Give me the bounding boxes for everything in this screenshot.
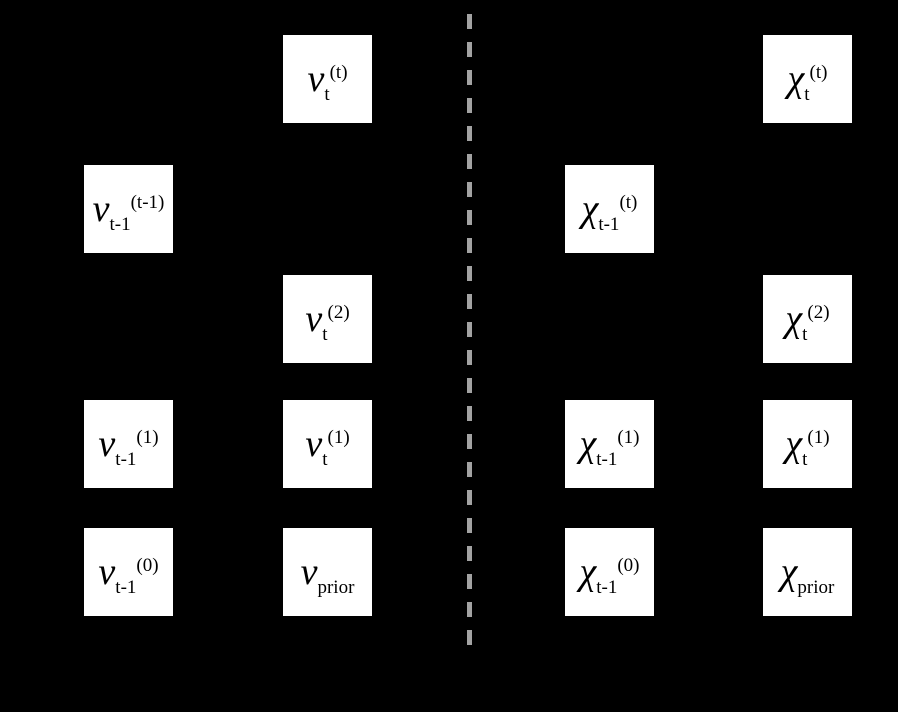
chi-symbol: χ (785, 298, 803, 340)
node-subscript: t (324, 84, 330, 105)
chi-symbol: χ (581, 188, 599, 230)
node-subscript: prior (317, 577, 355, 598)
node-label: νt(2) (305, 298, 350, 344)
node-superscript: (1) (327, 427, 350, 448)
node-nu-t-sup-t: νt(t) (283, 35, 372, 123)
chi-symbol: χ (780, 551, 798, 593)
node-label: χt-1(1) (579, 423, 640, 469)
chi-symbol: χ (579, 551, 597, 593)
node-chi-t1-sup-t: χt-1(t) (565, 165, 654, 253)
node-label: χt(2) (785, 298, 830, 344)
node-nu-t1-sup-0: νt-1(0) (84, 528, 173, 616)
node-label: χprior (780, 551, 835, 597)
node-superscript: (0) (136, 555, 159, 576)
node-label: νt(1) (305, 423, 350, 469)
node-subscript: t (802, 449, 808, 470)
node-label: χt-1(t) (581, 188, 638, 234)
node-label: χt(1) (785, 423, 830, 469)
node-superscript: (1) (807, 427, 830, 448)
nu-symbol: ν (92, 188, 110, 230)
node-label: νt-1(0) (98, 551, 159, 597)
chi-symbol: χ (785, 423, 803, 465)
node-superscript: (0) (617, 555, 640, 576)
node-label: χt-1(0) (579, 551, 640, 597)
node-superscript: (t-1) (130, 192, 165, 213)
node-superscript: (1) (136, 427, 159, 448)
node-subscript: t (802, 324, 808, 345)
node-chi-t1-sup-0: χt-1(0) (565, 528, 654, 616)
node-subscript: t-1 (598, 214, 620, 235)
node-nu-t1-sup-1: νt-1(1) (84, 400, 173, 488)
node-superscript: (t) (329, 62, 348, 83)
node-superscript: (2) (807, 302, 830, 323)
node-label: χt(t) (787, 58, 828, 104)
node-superscript: (t) (619, 192, 638, 213)
node-subscript: t-1 (596, 577, 618, 598)
node-chi-prior: χprior (763, 528, 852, 616)
node-superscript: (1) (617, 427, 640, 448)
panel-divider-dashed-line (467, 14, 472, 657)
node-subscript: prior (797, 577, 835, 598)
node-nu-prior: νprior (283, 528, 372, 616)
nu-symbol: ν (307, 58, 325, 100)
node-chi-t1-sup-1: χt-1(1) (565, 400, 654, 488)
node-nu-t-sup-1: νt(1) (283, 400, 372, 488)
nu-symbol: ν (300, 551, 318, 593)
node-superscript: (2) (327, 302, 350, 323)
node-subscript: t-1 (596, 449, 618, 470)
nu-symbol: ν (98, 423, 116, 465)
node-chi-t-sup-2: χt(2) (763, 275, 852, 363)
nu-symbol: ν (305, 423, 323, 465)
node-subscript: t (804, 84, 810, 105)
node-subscript: t (322, 324, 328, 345)
node-chi-t-sup-1: χt(1) (763, 400, 852, 488)
node-superscript: (t) (809, 62, 828, 83)
node-subscript: t-1 (109, 214, 131, 235)
node-label: νprior (300, 551, 355, 597)
nu-symbol: ν (305, 298, 323, 340)
node-subscript: t (322, 449, 328, 470)
node-label: νt-1(1) (98, 423, 159, 469)
node-label: νt(t) (307, 58, 348, 104)
node-nu-t-sup-2: νt(2) (283, 275, 372, 363)
node-chi-t-sup-t: χt(t) (763, 35, 852, 123)
node-subscript: t-1 (115, 577, 137, 598)
chi-symbol: χ (579, 423, 597, 465)
chi-symbol: χ (787, 58, 805, 100)
node-label: νt-1(t-1) (92, 188, 165, 234)
nu-symbol: ν (98, 551, 116, 593)
node-nu-t1-sup-t1: νt-1(t-1) (84, 165, 173, 253)
node-subscript: t-1 (115, 449, 137, 470)
